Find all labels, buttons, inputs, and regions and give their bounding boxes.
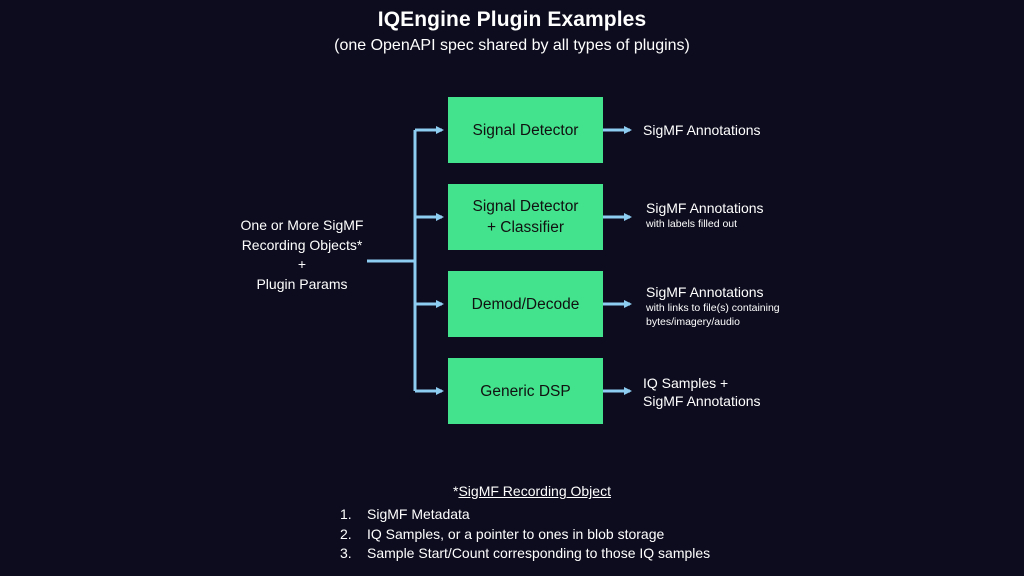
output-label: SigMF Annotations bbox=[643, 122, 761, 138]
footnote-title: *SigMF Recording Object bbox=[0, 483, 1024, 499]
footnote-item: 1. SigMF Metadata bbox=[340, 505, 710, 525]
footnote-list: 1. SigMF Metadata 2. IQ Samples, or a poin… bbox=[340, 505, 710, 564]
plugin-box-demod-decode: Demod/Decode bbox=[448, 271, 603, 337]
input-line: One or More SigMF bbox=[240, 217, 364, 233]
footnote-item: 2. IQ Samples, or a pointer to ones in bl… bbox=[340, 525, 710, 545]
footnote-text: SigMF Metadata bbox=[367, 506, 470, 522]
output-demod-decode: SigMF Annotations with links to file(s) … bbox=[646, 283, 780, 329]
diagram-subtitle: (one OpenAPI spec shared by all types of… bbox=[334, 37, 690, 54]
output-note: with labels filled out bbox=[646, 218, 738, 230]
output-label: SigMF Annotations bbox=[643, 393, 761, 409]
plugin-box-label: Signal Detector bbox=[472, 121, 579, 139]
footnote-number: 2. bbox=[340, 525, 352, 542]
output-note: with links to file(s) containing bbox=[646, 302, 780, 314]
plugin-box-label: + Classifier bbox=[486, 219, 565, 236]
plugin-box-label: Demod/Decode bbox=[471, 295, 580, 313]
plugin-box-signal-detector-classifier: Signal Detector + Classifier bbox=[448, 184, 603, 250]
input-line: + bbox=[297, 256, 307, 272]
plugin-box-label: Generic DSP bbox=[480, 382, 571, 400]
footnote-number: 3. bbox=[340, 545, 352, 561]
output-signal-detector: SigMF Annotations bbox=[643, 121, 761, 139]
footnote-heading: SigMF Recording Object bbox=[458, 483, 611, 499]
plugin-box-generic-dsp: Generic DSP bbox=[448, 358, 603, 424]
output-generic-dsp: IQ Samples + SigMF Annotations bbox=[643, 374, 761, 410]
footnote-prefix: * bbox=[453, 483, 459, 499]
plugin-box-label: Signal Detector bbox=[472, 198, 579, 215]
footnote-number: 1. bbox=[340, 506, 352, 522]
diagram-title: IQEngine Plugin Examples bbox=[377, 8, 647, 31]
output-note: bytes/imagery/audio bbox=[646, 316, 740, 328]
footnote-text: Sample Start/Count corresponding to thos… bbox=[367, 545, 711, 561]
output-label: SigMF Annotations bbox=[646, 284, 764, 300]
footnote-item: 3. Sample Start/Count corresponding to th… bbox=[340, 544, 710, 564]
plugin-box-signal-detector: Signal Detector bbox=[448, 97, 603, 163]
input-line: Recording Objects* bbox=[241, 236, 363, 253]
input-label: One or More SigMF Recording Objects* + P… bbox=[228, 216, 376, 294]
output-label: SigMF Annotations bbox=[646, 200, 764, 216]
footnote-text: IQ Samples, or a pointer to ones in blob… bbox=[367, 525, 665, 542]
input-line: Plugin Params bbox=[256, 275, 348, 292]
output-label: IQ Samples + bbox=[643, 375, 729, 391]
output-signal-detector-classifier: SigMF Annotations with labels filled out bbox=[646, 199, 764, 231]
